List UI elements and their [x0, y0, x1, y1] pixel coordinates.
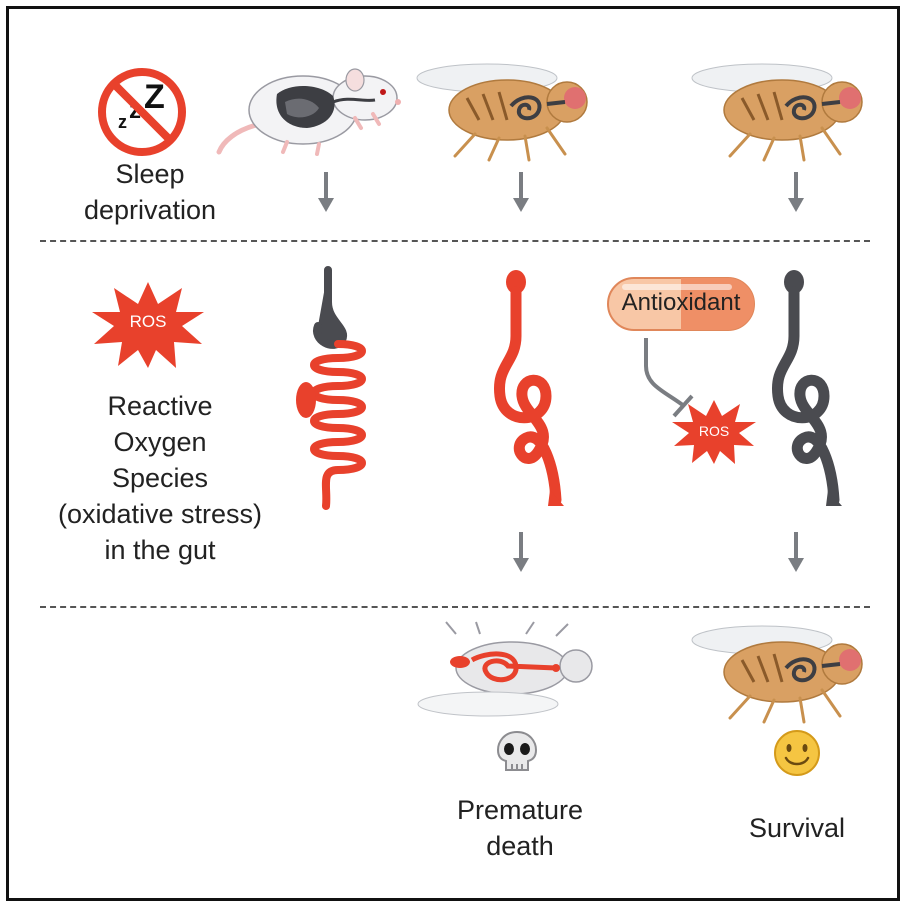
down-arrow-3 — [788, 172, 804, 212]
no-sleep-icon: z z Z — [98, 68, 186, 156]
mouse-illustration — [216, 68, 401, 156]
premature-death-line-1: Premature — [456, 795, 584, 825]
premature-death-line-2: death — [486, 831, 554, 861]
down-arrow-5 — [788, 532, 804, 572]
ros-description: Reactive Oxygen Species (oxidative stres… — [40, 388, 280, 568]
inhibition-arrow — [644, 338, 694, 418]
svg-text:z: z — [118, 112, 127, 132]
sleep-deprivation-line-1: Sleep — [115, 159, 185, 189]
svg-text:Z: Z — [144, 78, 165, 116]
down-arrow-2 — [513, 172, 529, 212]
ros-starburst-large — [92, 282, 204, 368]
ros-description-line-2: Oxygen — [113, 427, 207, 457]
ros-description-line-3: Species — [111, 463, 209, 493]
fly-gut-healthy — [772, 270, 842, 506]
dead-fly-illustration — [417, 621, 593, 717]
sleep-deprivation-line-2: deprivation — [83, 195, 217, 225]
surviving-fly-illustration — [691, 625, 863, 724]
ros-label-large: ROS — [129, 312, 167, 331]
figure-frame — [6, 6, 900, 901]
section-divider-1 — [40, 240, 870, 242]
ros-description-line-4: (oxidative stress) — [57, 499, 263, 529]
skull-icon — [496, 730, 538, 771]
ros-label-small: ROS — [698, 423, 730, 439]
mouse-gut-ros — [296, 266, 366, 510]
fly-gut-ros — [494, 270, 564, 506]
fruit-fly-illustration-1 — [416, 63, 588, 162]
ros-description-line-5: in the gut — [104, 535, 216, 565]
sleep-deprivation-label: Sleep deprivation — [70, 156, 230, 228]
down-arrow-4 — [513, 532, 529, 572]
premature-death-label: Premature death — [430, 792, 610, 864]
ros-description-line-1: Reactive — [107, 391, 213, 421]
ros-starburst-small — [672, 400, 756, 464]
survival-label: Survival — [748, 813, 846, 843]
fruit-fly-illustration-2 — [691, 63, 863, 162]
antioxidant-label[interactable]: Antioxidant — [621, 289, 741, 316]
down-arrow-1 — [318, 172, 334, 212]
antioxidant-pill — [607, 277, 755, 331]
section-divider-2 — [40, 606, 870, 608]
smiley-icon — [774, 730, 820, 776]
